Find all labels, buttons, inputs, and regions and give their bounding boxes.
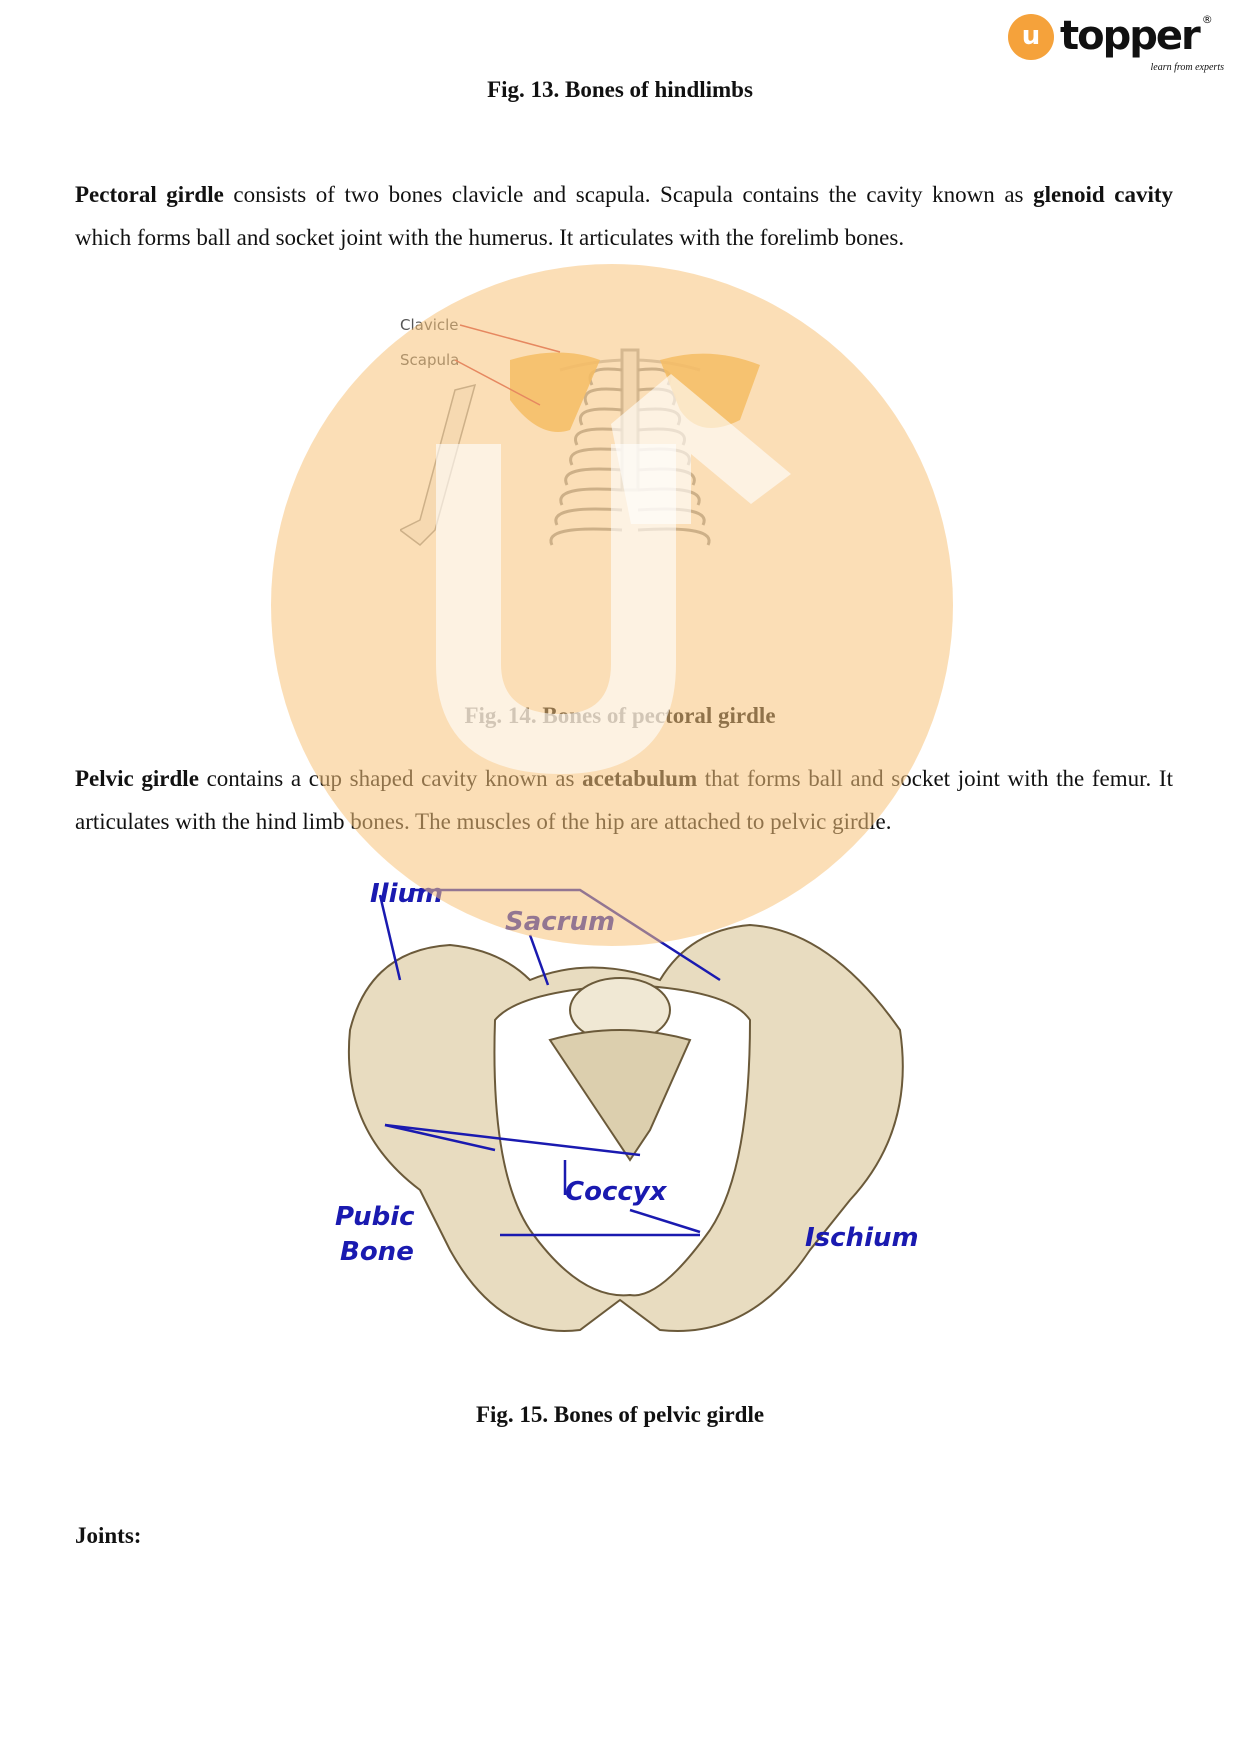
fig14-caption: Fig. 14. Bones of pectoral girdle [464,703,776,728]
rib [574,427,623,446]
label-ischium: Ischium [805,1223,919,1253]
label-pubic: Pubic [335,1202,415,1232]
rib [554,507,623,526]
label-clavicle: Clavicle [400,316,459,334]
rib [637,487,701,506]
logo-row: u topper ® [1008,14,1213,60]
text: consists of two bones clavicle and scapu… [223,182,1034,207]
clavicle-pointer [459,324,561,353]
text: which forms ball and socket joint with t… [75,225,905,250]
joints-heading: Joints: [75,1523,142,1548]
rib [637,527,711,546]
pectoral-girdle-figure: Clavicle Scapula [400,316,760,546]
rib [578,407,623,426]
term-pectoral-girdle: Pectoral girdle [75,182,224,207]
label-ilium: Ilium [370,879,443,909]
label-scapula: Scapula [400,351,459,369]
rib [549,527,623,546]
fig15-caption: Fig. 15. Bones of pelvic girdle [475,1402,765,1427]
rib [637,407,682,426]
logo-word: topper [1060,13,1201,59]
topper-logo: u topper ® learn from experts [1008,14,1238,76]
rib [637,447,691,466]
term-acetabulum: acetabulum [582,766,698,791]
registered-mark: ® [1201,13,1213,26]
pelvic-paragraph: Pelvic girdle contains a cup shaped cavi… [75,757,1173,843]
label-sacrum: Sacrum [505,907,615,937]
rib [569,447,623,466]
label-bone: Bone [340,1237,414,1267]
scapula-right [660,353,760,428]
term-glenoid-cavity: glenoid cavity [1033,182,1173,207]
rib [637,387,677,406]
term-pelvic-girdle: Pelvic girdle [75,766,199,791]
pectoral-paragraph: Pectoral girdle consists of two bones cl… [75,173,1173,259]
text: contains a cup shaped cavity known as [198,766,583,791]
pelvic-girdle-figure: Ilium Sacrum Coccyx Pubic Bone Ischium [335,879,919,1332]
pelvis-bone [347,923,904,1332]
rib [637,507,706,526]
rib [564,467,623,486]
rib [637,427,686,446]
label-coccyx: Coccyx [565,1177,668,1207]
logo-tagline: learn from experts [1150,62,1224,73]
fig13-caption: Fig. 13. Bones of hindlimbs [487,77,753,102]
rib [583,387,623,406]
logo-mark: u [1008,14,1054,60]
rib [637,467,696,486]
humerus [400,383,477,546]
rib [559,487,623,506]
